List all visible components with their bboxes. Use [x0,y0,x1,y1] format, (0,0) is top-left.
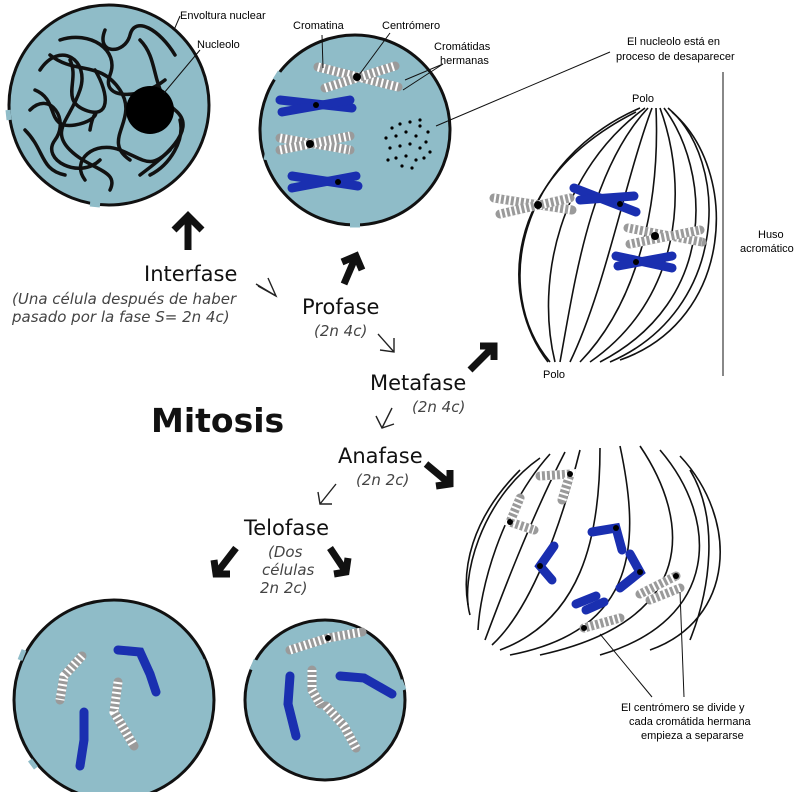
label-huso-l2: acromático [740,243,794,255]
stage-interfase-note-l2: pasado por la fase S= 2n 4c) [11,308,230,326]
stage-anafase: Anafase [338,444,423,468]
metaphase-spindle [494,108,716,362]
label-polo-bottom: Polo [543,369,565,381]
label-nucleolo-desap-l1: El nucleolo está en [627,36,720,48]
arrow-up-to-metaphase [470,346,494,370]
stage-interfase-note-l1: (Una célula después de haber [12,290,237,308]
label-huso-l1: Huso [758,229,784,241]
label-centromero-divide-l2: cada cromátida hermana [629,716,752,728]
anaphase-chromatid-7 [640,573,680,600]
prophase-cell-body [260,35,450,225]
stage-interfase: Interfase [144,262,237,286]
arrow-telofase-right [330,548,348,574]
telophase-cell-right-body [245,620,405,780]
telophase-cell-right [245,620,405,780]
stage-anafase-sub: (2n 2c) [356,471,409,489]
label-centromero-divide-l1: El centrómero se divide y [621,702,745,714]
prophase-chromosome-blue-2 [292,176,358,188]
metaphase-chromosome-gray-2 [628,228,702,244]
label-cromatina: Cromatina [293,20,345,32]
arrow-profase-to-metafase [378,334,394,352]
anaphase-chromatid-6 [576,596,604,610]
telophase-cell-left [14,600,214,792]
label-polo-top: Polo [632,93,654,105]
metaphase-chromosome-blue-2 [616,256,672,268]
arrow-anafase-to-telofase [318,484,336,504]
label-centromero: Centrómero [382,20,440,32]
stage-telofase: Telofase [243,516,329,540]
arrow-up-to-prophase [342,256,362,284]
page-title: Mitosis [151,401,284,440]
centromero-divide-leader-2 [680,592,684,697]
anaphase-chromatid-3 [592,525,622,550]
nucleolus [126,86,174,134]
label-nucleolo-desap-l2: proceso de desaparecer [616,51,735,63]
arrow-up-to-interphase [174,216,202,250]
prophase-cell [260,35,450,225]
anaphase-chromatid-2 [507,498,534,530]
arrow-to-anaphase [426,464,450,486]
prophase-chromosome-blue-1 [280,100,352,112]
label-cromatidas-l1: Cromátidas [434,41,491,53]
stage-metafase-sub: (2n 4c) [412,398,465,416]
interphase-cell [8,5,209,205]
stage-telofase-sub-l2: células [262,561,315,579]
anaphase-spindle [466,446,720,655]
anaphase-chromatid-4 [537,546,554,580]
stage-telofase-sub-l1: (Dos [268,543,303,561]
stage-profase-sub: (2n 4c) [314,322,367,340]
stage-profase: Profase [302,295,379,319]
centromero-divide-leader-1 [600,634,652,697]
arrow-telofase-left [214,548,236,574]
label-nucleolo: Nucleolo [197,39,240,51]
stage-metafase: Metafase [370,371,466,395]
label-envoltura-nuclear: Envoltura nuclear [180,10,266,22]
arrow-metafase-to-anafase [376,408,394,428]
stage-telofase-sub-l3: 2n 2c) [260,579,307,597]
label-cromatidas-l2: hermanas [440,55,489,67]
arrow-interfase-to-profase [256,278,276,296]
label-centromero-divide-l3: empieza a separarse [641,730,744,742]
